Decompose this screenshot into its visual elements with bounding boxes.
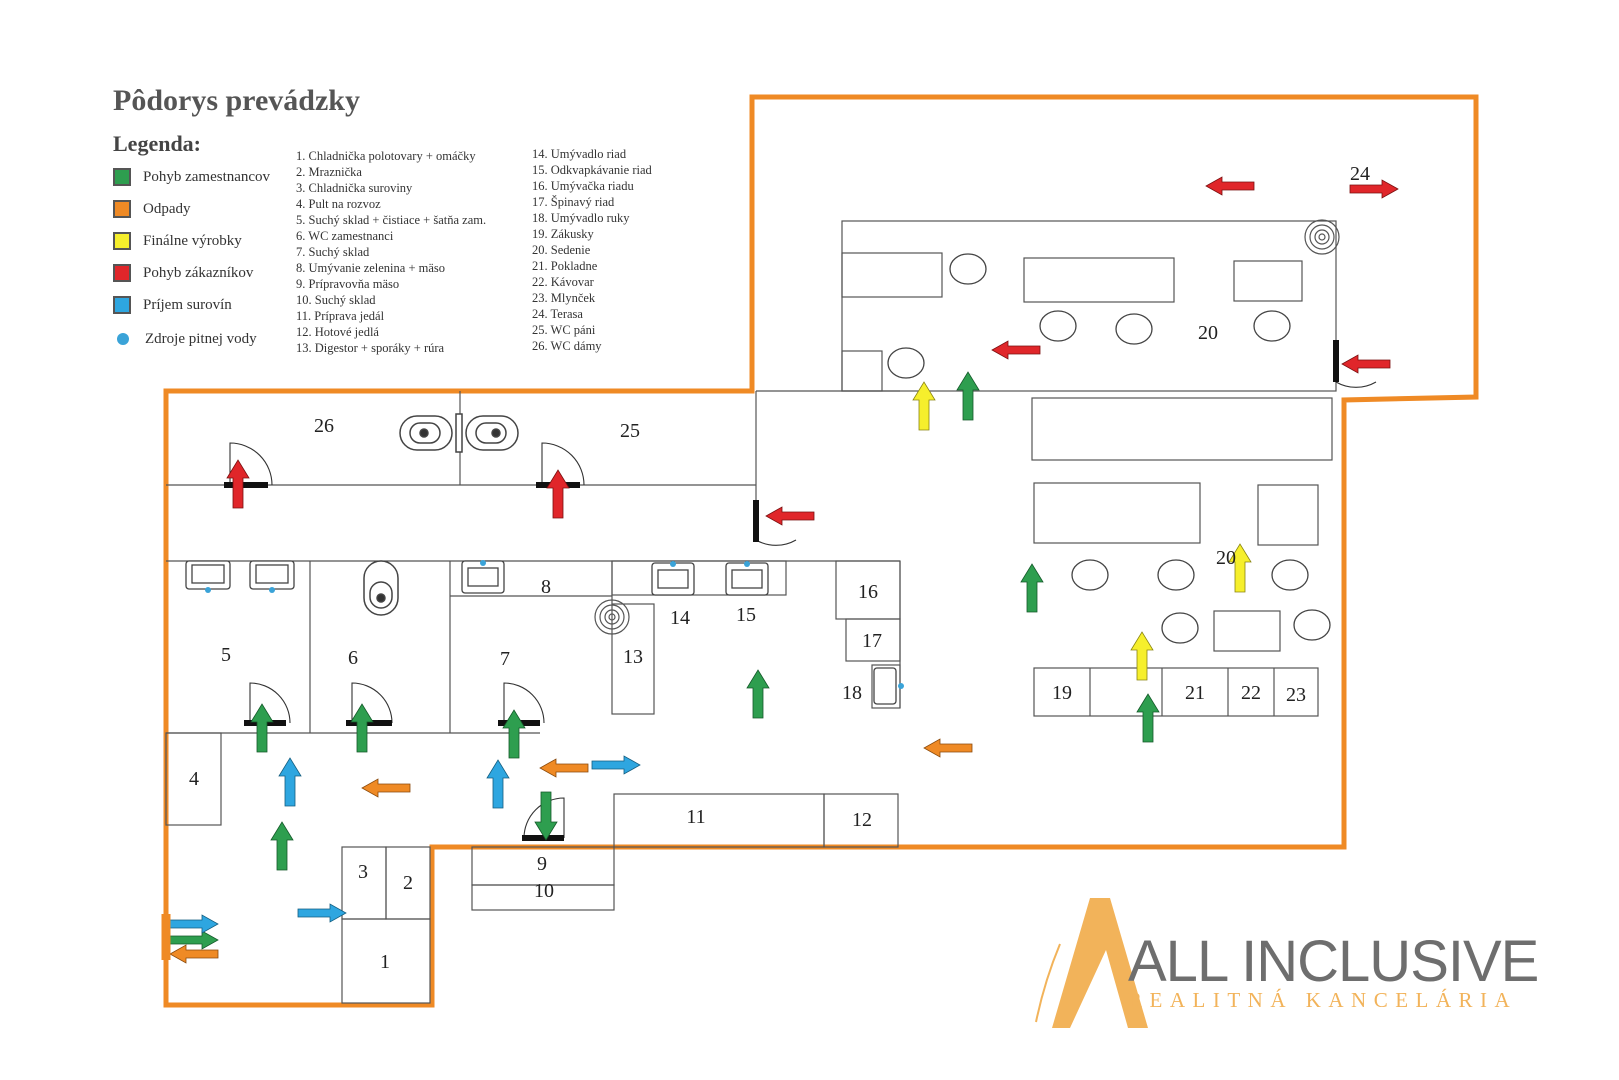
water-source-points: [205, 560, 904, 689]
interior-walls: [165, 220, 1337, 1004]
customer-flow-arrows: [226, 176, 1399, 526]
legend-item-label: Zdroje pitnej vody: [145, 330, 257, 347]
room-label-15: 15: [736, 604, 756, 626]
building-outline: [163, 94, 1479, 1008]
page-title: Pôdorys prevádzky: [113, 84, 360, 117]
room-label-11: 11: [686, 806, 705, 828]
company-logo-mark-icon: [1035, 898, 1148, 1028]
room-label-18: 18: [842, 682, 862, 704]
room-labels: 1 2 3 4 5 6 7 8 9 10 11 12 13 14 15 16 1…: [189, 163, 1370, 973]
key-item: 7. Suchý sklad: [296, 245, 370, 259]
toilet-fixtures: [363, 413, 519, 616]
key-item: 5. Suchý sklad + čistiace + šatňa zam.: [296, 213, 487, 227]
legend-item-label: Pohyb zamestnancov: [143, 168, 271, 185]
room-label-16: 16: [858, 581, 878, 603]
legend-item-raw-materials: Príjem surovín: [113, 294, 232, 316]
key-list-right: 14. Umývadlo riad 15. Odkvapkávanie riad…: [532, 146, 652, 354]
key-item: 19. Zákusky: [532, 227, 594, 241]
key-item: 13. Digestor + sporáky + rúra: [296, 341, 445, 355]
key-item: 8. Umývanie zelenina + mäso: [296, 261, 446, 275]
room-label-4: 4: [189, 768, 199, 790]
key-item: 24. Terasa: [532, 307, 583, 321]
key-item: 25. WC páni: [532, 323, 596, 337]
room-label-22: 22: [1241, 682, 1261, 704]
key-item: 3. Chladnička suroviny: [296, 181, 413, 195]
red-swatch-icon: [113, 264, 131, 282]
room-label-14: 14: [670, 607, 690, 629]
key-item: 18. Umývadlo ruky: [532, 211, 630, 225]
key-item: 12. Hotové jedlá: [296, 325, 379, 339]
logo-wordmark: ALL INCLUSIVE: [1128, 929, 1539, 994]
orange-swatch-icon: [113, 200, 131, 218]
room-label-17: 17: [862, 630, 882, 652]
legend-item-water: Zdroje pitnej vody: [113, 328, 257, 350]
room-label-2: 2: [403, 872, 413, 894]
key-item: 15. Odkvapkávanie riad: [532, 163, 652, 177]
key-item: 21. Pokladne: [532, 259, 598, 273]
room-label-26: 26: [314, 415, 334, 437]
key-item: 11. Príprava jedál: [296, 309, 385, 323]
room-label-7: 7: [500, 648, 510, 670]
room-label-9: 9: [537, 853, 547, 875]
room-label-8: 8: [541, 576, 551, 598]
room-label-20-bottom: 20: [1216, 547, 1236, 569]
legend-item-label: Príjem surovín: [143, 296, 232, 313]
room-label-3: 3: [358, 861, 368, 883]
water-source-icon: [117, 333, 129, 345]
legend-heading: Legenda:: [113, 131, 201, 156]
room-label-25: 25: [620, 420, 640, 442]
legend-item-label: Pohyb zákazníkov: [143, 264, 254, 281]
room-label-13: 13: [623, 646, 643, 668]
room-label-10: 10: [534, 880, 554, 902]
logo-tagline: REALITNÁ KANCELÁRIA: [1128, 988, 1518, 1012]
room-label-1: 1: [380, 951, 390, 973]
key-item: 20. Sedenie: [532, 243, 591, 257]
legend-item-label: Odpady: [143, 200, 191, 217]
legend-item-waste: Odpady: [113, 198, 191, 220]
key-item: 2. Mraznička: [296, 165, 362, 179]
sink-fixtures: [185, 560, 897, 705]
blue-swatch-icon: [113, 296, 131, 314]
green-swatch-icon: [113, 168, 131, 186]
key-item: 10. Suchý sklad: [296, 293, 376, 307]
key-item: 4. Pult na rozvoz: [296, 197, 381, 211]
legend-item-label: Finálne výrobky: [143, 232, 242, 249]
legend-item-employees: Pohyb zamestnancov: [113, 166, 270, 188]
room-label-19: 19: [1052, 682, 1072, 704]
room-label-6: 6: [348, 647, 358, 669]
key-item: 1. Chladnička polotovary + omáčky: [296, 149, 476, 163]
key-item: 17. Špinavý riad: [532, 195, 615, 209]
key-item: 6. WC zamestnanci: [296, 229, 394, 243]
spiral-symbols: [594, 219, 1340, 635]
key-item: 26. WC dámy: [532, 339, 602, 353]
key-item: 14. Umývadlo riad: [532, 147, 627, 161]
room-label-24: 24: [1350, 163, 1370, 185]
room-label-23: 23: [1286, 684, 1306, 706]
yellow-swatch-icon: [113, 232, 131, 250]
round-tables: [887, 253, 1331, 644]
employee-flow-arrows: [169, 371, 1160, 950]
key-item: 23. Mlynček: [532, 291, 596, 305]
key-item: 9. Prípravovňa mäso: [296, 277, 400, 291]
room-label-5: 5: [221, 644, 231, 666]
legend-item-final-products: Finálne výrobky: [113, 230, 242, 252]
room-label-12: 12: [852, 809, 872, 831]
room-label-20-top: 20: [1198, 322, 1218, 344]
room-label-21: 21: [1185, 682, 1205, 704]
key-item: 16. Umývačka riadu: [532, 179, 634, 193]
legend-item-customers: Pohyb zákazníkov: [113, 262, 253, 284]
key-item: 22. Kávovar: [532, 275, 594, 289]
key-list-left: 1. Chladnička polotovary + omáčky 2. Mra…: [296, 148, 486, 356]
